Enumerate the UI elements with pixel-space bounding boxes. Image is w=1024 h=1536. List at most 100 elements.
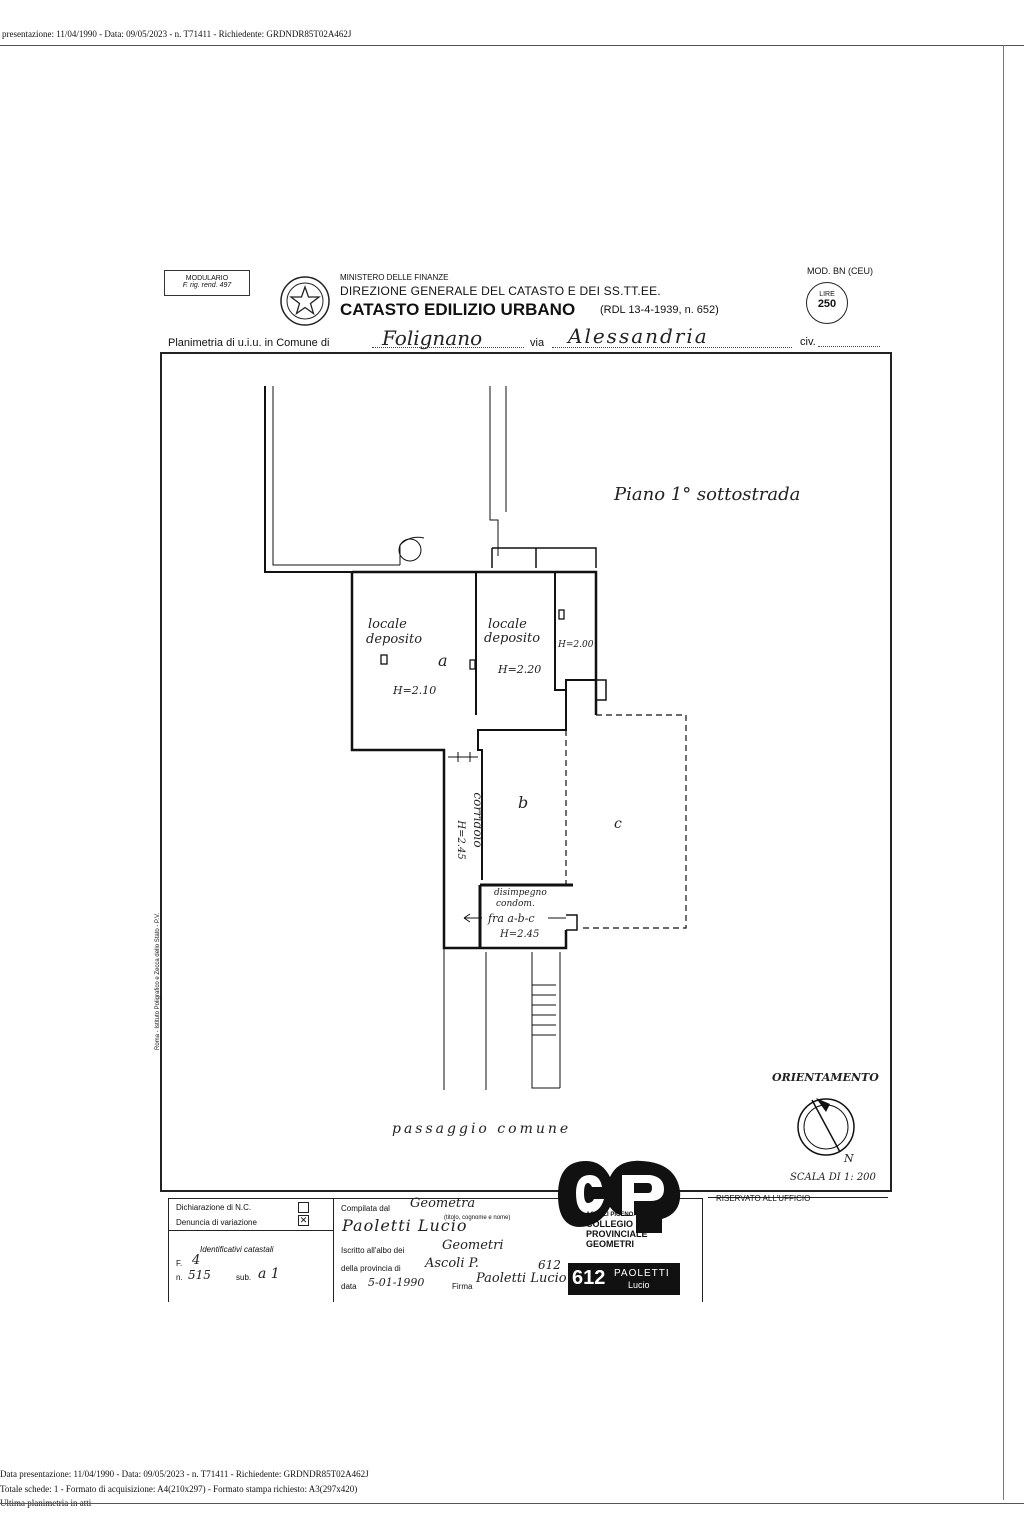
model-code: MOD. BN (CEU)	[807, 266, 873, 276]
wall-outer-left-inner	[272, 386, 400, 566]
corridor-label: corridoio	[471, 792, 485, 847]
dich-nc-label: Dichiarazione di N.C.	[176, 1203, 252, 1212]
compilata-value: Geometra	[410, 1196, 476, 1211]
wall-small-box	[566, 914, 578, 931]
right-rule	[1003, 45, 1004, 1500]
firma-value: Paoletti Lucio	[476, 1271, 567, 1286]
top-rule	[0, 45, 1024, 46]
arrow-left-head	[463, 913, 471, 923]
firma-label: Firma	[452, 1282, 473, 1291]
dich-nc-checkbox[interactable]	[298, 1202, 309, 1213]
riservato-label: RISERVATO ALL'UFFICIO	[716, 1194, 811, 1203]
via-value: Alessandria	[568, 324, 709, 348]
room-a-mark	[380, 654, 388, 665]
modulario-box: MODULARIO F. rig. rend. 497	[164, 270, 250, 296]
bottom-stamp-line-2: Totale schede: 1 - Formato di acquisizio…	[0, 1484, 358, 1494]
wall-passage-left	[443, 948, 487, 1090]
numero-label: n.	[176, 1273, 183, 1282]
wall-outer-top	[489, 386, 507, 556]
footer-right-rule	[702, 1198, 703, 1302]
modulario-label: MODULARIO	[185, 275, 229, 282]
wall-partition-3	[477, 690, 567, 880]
foglio-label: F.	[176, 1259, 183, 1268]
republic-emblem-icon	[280, 276, 330, 326]
office-title: CATASTO EDILIZIO URBANO	[340, 300, 576, 319]
provincia-label: della provincia di	[341, 1264, 401, 1273]
disimpegno-height: H=2.45	[499, 929, 539, 940]
north-label: N	[843, 1152, 854, 1165]
room-a-height: H=2.10	[392, 684, 436, 697]
foglio-value: 4	[192, 1253, 201, 1268]
stamp-line-2: COLLEGIO	[586, 1219, 633, 1229]
stair-steps	[532, 984, 556, 1036]
disimpegno-line-3: fra a-b-c	[487, 912, 535, 925]
floor-title: Piano 1° sottostrada	[613, 484, 800, 505]
ministry-label: MINISTERO DELLE FINANZE	[340, 273, 449, 282]
wall-dashed-c	[580, 714, 687, 929]
compass-north-icon	[797, 1098, 855, 1156]
riservato-rule	[708, 1197, 888, 1198]
door-corridor	[448, 752, 478, 762]
geometra-stamp-logo-icon	[558, 1160, 681, 1233]
ident-title: Identificativi catastali	[200, 1245, 274, 1254]
albo-value: Geometri	[442, 1238, 504, 1253]
footer-divider	[333, 1198, 334, 1302]
price-badge: LIRE 250	[806, 282, 848, 324]
disimpegno-line-2: condom.	[496, 899, 535, 909]
room-c-letter: c	[614, 816, 622, 832]
compilata-label: Compilata dal	[341, 1204, 390, 1213]
numero-value: 515	[188, 1268, 211, 1282]
stamp-number-box: 612 PAOLETTI Lucio	[568, 1263, 680, 1295]
footer-left-rule	[168, 1198, 169, 1302]
direction-label: DIREZIONE GENERALE DEL CATASTO E DEI SS.…	[340, 284, 661, 298]
provincia-value: Ascoli P.	[425, 1256, 479, 1271]
geometra-stamp: ASCOLI PICENO COLLEGIO PROVINCIALE GEOME…	[552, 1155, 686, 1295]
wall-roof-element	[491, 547, 597, 568]
sub-label: sub.	[236, 1273, 252, 1282]
disimpegno-line-1: disimpegno	[494, 888, 547, 898]
passage-label: passaggio comune	[392, 1121, 571, 1137]
wall-niche	[596, 679, 607, 701]
civ-dots	[818, 346, 880, 347]
stamp-line-3: PROVINCIALE	[586, 1229, 648, 1239]
orientation-label: ORIENTAMENTO	[772, 1071, 879, 1084]
room-a-label-1: locale	[368, 617, 407, 632]
room-a-label-2: deposito	[366, 632, 422, 647]
price-label: LIRE	[819, 291, 835, 298]
plan-frame	[160, 352, 892, 1192]
top-stamp: presentazione: 11/04/1990 - Data: 09/05/…	[2, 29, 352, 39]
civ-label: civ.	[800, 336, 816, 348]
stamp-surname: PAOLETTI	[614, 1268, 670, 1279]
plan-prefix: Planimetria di u.i.u. in Comune di	[168, 337, 330, 349]
stamp-name: Lucio	[628, 1280, 650, 1290]
compiler-name: Paoletti Lucio	[342, 1216, 468, 1235]
footer-table	[168, 1198, 703, 1302]
albo-label: Iscritto all'albo dei	[341, 1246, 405, 1255]
comune-dots	[372, 347, 524, 348]
via-dots	[552, 347, 792, 348]
denuncia-checkbox-checked[interactable]: ✕	[298, 1215, 309, 1226]
stamp-number: 612	[572, 1267, 606, 1289]
wall-main	[350, 570, 598, 950]
wall-stair-right	[531, 952, 561, 1089]
footer-top-rule	[168, 1198, 702, 1199]
stamp-line-4: GEOMETRI	[586, 1239, 635, 1249]
room-b-letter: b	[518, 793, 528, 812]
data-label: data	[341, 1282, 357, 1291]
via-label: via	[530, 337, 545, 349]
corridor-height: H=2.45	[455, 819, 466, 859]
titolo-hint: (titolo, cognome e nome)	[444, 1215, 511, 1221]
spiral-stair-circle	[398, 538, 422, 562]
sub-value: a 1	[258, 1266, 280, 1282]
room-2-mark	[469, 659, 476, 670]
room-3-mark	[558, 609, 565, 620]
law-ref: (RDL 13-4-1939, n. 652)	[600, 304, 719, 316]
wall-disimpegno	[478, 883, 573, 948]
small-room-height: H=2.00	[557, 640, 594, 650]
comune-value: Folignano	[382, 326, 483, 350]
modulario-code: F. rig. rend. 497	[182, 282, 232, 289]
room-a-letter: a	[438, 651, 448, 670]
room-2-label-1: locale	[488, 617, 527, 632]
footer-mid-rule	[168, 1230, 333, 1231]
